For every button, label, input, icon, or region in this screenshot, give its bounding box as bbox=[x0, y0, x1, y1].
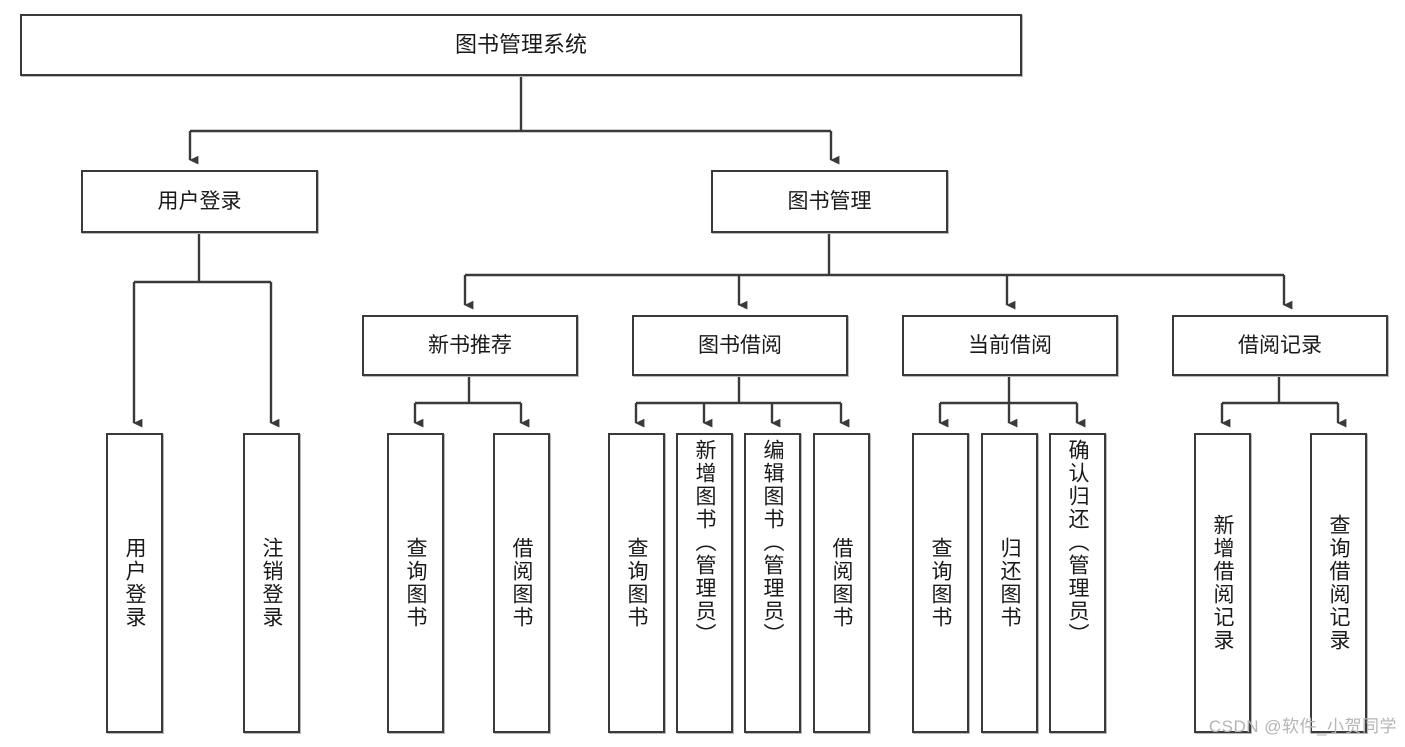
leaf-book-borrow-borrow-book[interactable]: 借阅图书 bbox=[813, 433, 870, 733]
csdn-watermark: CSDN @软件_小贺同学 bbox=[1208, 717, 1397, 736]
leaf-user-login-logout[interactable]: 注销登录 bbox=[243, 433, 300, 733]
node-label: 借阅图书 bbox=[830, 537, 853, 629]
node-label: 借阅记录 bbox=[1238, 333, 1322, 357]
node-label: 图书借阅 bbox=[698, 333, 782, 357]
node-label: 编辑图书（管理员） bbox=[761, 439, 784, 646]
node-label: 图书管理 bbox=[787, 189, 872, 213]
leaf-current-borrow-return-book[interactable]: 归还图书 bbox=[981, 433, 1038, 733]
node-current-borrow[interactable]: 当前借阅 bbox=[902, 315, 1118, 376]
node-label: 借阅图书 bbox=[510, 537, 533, 629]
leaf-borrow-record-add-record[interactable]: 新增借阅记录 bbox=[1194, 433, 1251, 733]
node-label: 当前借阅 bbox=[968, 333, 1052, 357]
node-borrow-record[interactable]: 借阅记录 bbox=[1172, 315, 1388, 376]
leaf-book-borrow-add-book-admin[interactable]: 新增图书（管理员） bbox=[676, 433, 733, 733]
node-book-management[interactable]: 图书管理 bbox=[711, 170, 948, 233]
node-label: 用户登录 bbox=[123, 537, 146, 629]
node-label: 查询图书 bbox=[404, 537, 427, 629]
leaf-book-borrow-query-book[interactable]: 查询图书 bbox=[608, 433, 665, 733]
node-root-book-management-system[interactable]: 图书管理系统 bbox=[20, 14, 1022, 76]
leaf-new-book-query-book[interactable]: 查询图书 bbox=[387, 433, 444, 733]
node-label: 归还图书 bbox=[998, 537, 1021, 629]
node-new-book-recommend[interactable]: 新书推荐 bbox=[362, 315, 578, 376]
node-user-login[interactable]: 用户登录 bbox=[81, 170, 318, 233]
leaf-current-borrow-query-book[interactable]: 查询图书 bbox=[912, 433, 969, 733]
node-label: 查询图书 bbox=[625, 537, 648, 629]
node-label: 查询图书 bbox=[929, 537, 952, 629]
node-label: 查询借阅记录 bbox=[1327, 514, 1350, 652]
node-label: 用户登录 bbox=[157, 189, 242, 213]
node-book-borrow[interactable]: 图书借阅 bbox=[632, 315, 848, 376]
node-label: 新增图书（管理员） bbox=[693, 439, 716, 646]
node-label: 注销登录 bbox=[260, 537, 283, 629]
leaf-book-borrow-edit-book-admin[interactable]: 编辑图书（管理员） bbox=[744, 433, 801, 733]
leaf-new-book-borrow-book[interactable]: 借阅图书 bbox=[493, 433, 550, 733]
node-label: 确认归还（管理员） bbox=[1066, 439, 1089, 646]
node-label: 新增借阅记录 bbox=[1211, 514, 1234, 652]
node-label: 新书推荐 bbox=[428, 333, 512, 357]
node-label: 图书管理系统 bbox=[454, 31, 587, 57]
leaf-current-borrow-confirm-return-admin[interactable]: 确认归还（管理员） bbox=[1049, 433, 1106, 733]
leaf-user-login-login[interactable]: 用户登录 bbox=[106, 433, 163, 733]
leaf-borrow-record-query-record[interactable]: 查询借阅记录 bbox=[1310, 433, 1367, 733]
